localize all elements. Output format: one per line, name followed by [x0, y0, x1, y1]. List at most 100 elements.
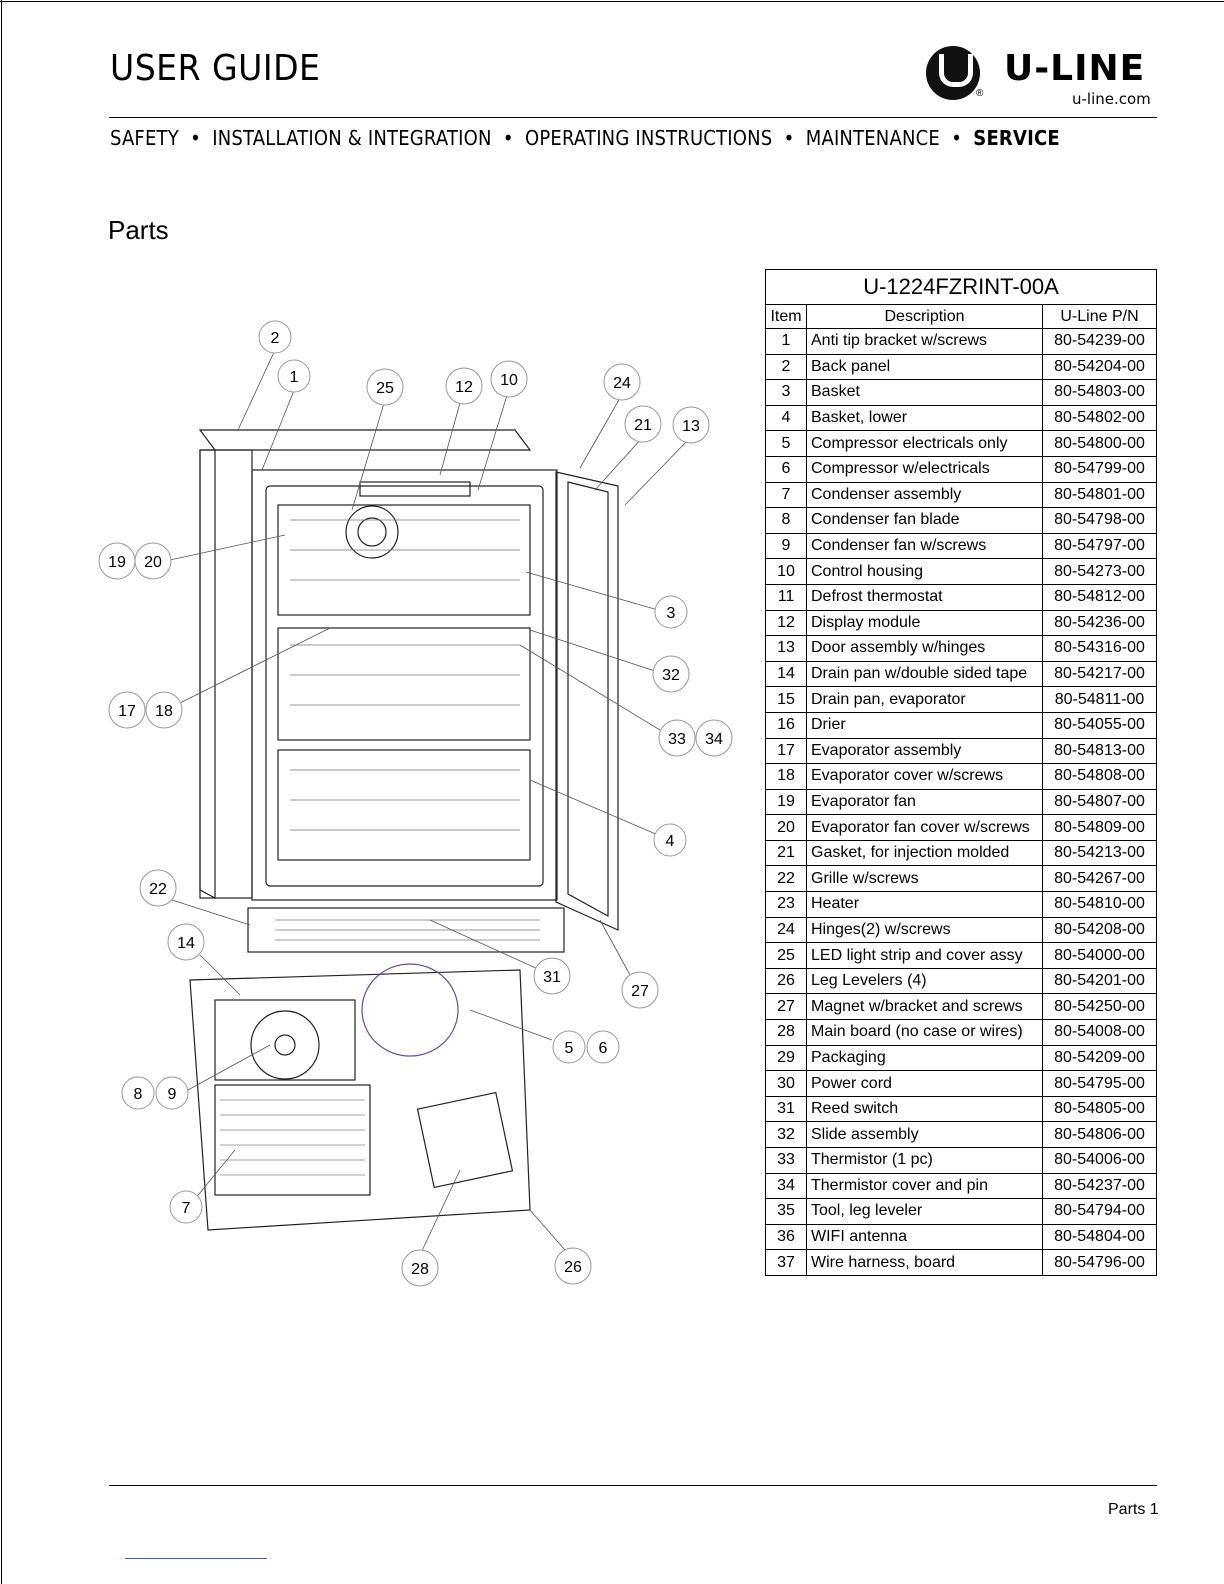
callout-7: 7 — [169, 1190, 203, 1224]
part-description: Leg Levelers (4) — [806, 967, 1043, 995]
column-header-part-number: U-Line P/N — [1041, 304, 1158, 329]
brand-name: U-LINE — [1004, 48, 1146, 89]
svg-text:7: 7 — [182, 1200, 191, 1217]
svg-text:9: 9 — [168, 1086, 177, 1103]
callout-27: 27 — [621, 971, 659, 1009]
svg-text:6: 6 — [599, 1040, 608, 1057]
part-description: Heater — [806, 891, 1043, 918]
part-number: 80-54805-00 — [1041, 1095, 1158, 1123]
part-description: Basket — [806, 379, 1043, 406]
callout-18: 18 — [145, 691, 183, 729]
item-number: 22 — [765, 865, 807, 893]
svg-text:24: 24 — [613, 375, 631, 392]
callout-4: 4 — [653, 823, 687, 857]
nav-service: SERVICE — [973, 126, 1060, 150]
item-number: 35 — [765, 1198, 807, 1225]
part-number: 80-54804-00 — [1041, 1223, 1158, 1251]
callout-8: 8 — [121, 1076, 155, 1110]
bottom-link-underline — [125, 1558, 267, 1559]
callout-3: 3 — [654, 595, 688, 629]
part-description: Control housing — [806, 558, 1043, 585]
part-description: Reed switch — [806, 1095, 1043, 1123]
part-description: Evaporator assembly — [806, 737, 1043, 765]
callout-12: 12 — [445, 367, 483, 405]
part-number: 80-54808-00 — [1041, 763, 1158, 790]
part-number: 80-54806-00 — [1041, 1121, 1158, 1148]
svg-text:5: 5 — [565, 1040, 574, 1057]
part-description: Basket, lower — [806, 404, 1043, 432]
item-number: 29 — [765, 1044, 807, 1072]
item-number: 21 — [765, 839, 807, 867]
item-number: 15 — [765, 686, 807, 713]
item-number: 16 — [765, 711, 807, 739]
part-number: 80-54803-00 — [1041, 379, 1158, 406]
callout-19: 19 — [98, 542, 136, 580]
nav-installation: INSTALLATION & INTEGRATION — [212, 126, 492, 150]
svg-text:20: 20 — [144, 554, 162, 571]
part-number: 80-54794-00 — [1041, 1198, 1158, 1225]
part-description: Defrost thermostat — [806, 583, 1043, 611]
part-description: LED light strip and cover assy — [806, 942, 1043, 969]
svg-text:4: 4 — [666, 833, 675, 850]
part-description: Slide assembly — [806, 1121, 1043, 1148]
callout-17: 17 — [108, 691, 146, 729]
callout-25: 25 — [366, 368, 404, 406]
svg-text:27: 27 — [631, 983, 649, 1000]
part-number: 80-54801-00 — [1041, 481, 1158, 509]
part-number: 80-54811-00 — [1041, 686, 1158, 713]
page-border-left — [1, 0, 2, 1584]
item-number: 19 — [765, 788, 807, 816]
exploded-parts-diagram: 2 1 25 12 10 24 21 13 19 20 3 32 17 18 3… — [98, 320, 733, 1287]
part-description: Door assembly w/hinges — [806, 635, 1043, 662]
part-description: Drain pan, evaporator — [806, 686, 1043, 713]
item-number: 11 — [765, 583, 807, 611]
column-header-item: Item — [765, 304, 807, 329]
part-description: Wire harness, board — [806, 1249, 1043, 1276]
parts-table: U-1224FZRINT-00A Item Description U-Line… — [764, 269, 1158, 1276]
item-number: 8 — [765, 507, 807, 534]
part-description: Condenser fan w/screws — [806, 532, 1043, 560]
part-description: Packaging — [806, 1044, 1043, 1072]
part-description: Main board (no case or wires) — [806, 1019, 1043, 1046]
part-number: 80-54809-00 — [1041, 814, 1158, 841]
part-description: Compressor w/electricals — [806, 455, 1043, 483]
section-nav: SAFETY • INSTALLATION & INTEGRATION • OP… — [110, 126, 1060, 150]
item-number: 28 — [765, 1019, 807, 1046]
svg-text:14: 14 — [177, 935, 195, 952]
part-description: Evaporator fan cover w/screws — [806, 814, 1043, 841]
nav-separator: • — [783, 126, 795, 150]
part-number: 80-54316-00 — [1041, 635, 1158, 662]
svg-text:8: 8 — [134, 1086, 143, 1103]
part-number: 80-54213-00 — [1041, 839, 1158, 867]
part-description: Drain pan w/double sided tape — [806, 660, 1043, 688]
part-number: 80-54810-00 — [1041, 891, 1158, 918]
item-number: 20 — [765, 814, 807, 841]
part-number: 80-54055-00 — [1041, 711, 1158, 739]
callout-26: 26 — [554, 1247, 592, 1285]
part-number: 80-54008-00 — [1041, 1019, 1158, 1046]
item-number: 3 — [765, 379, 807, 406]
nav-safety: SAFETY — [110, 126, 179, 150]
svg-text:1: 1 — [290, 369, 299, 386]
svg-text:22: 22 — [149, 881, 167, 898]
svg-text:25: 25 — [376, 380, 394, 397]
callout-31: 31 — [533, 957, 571, 995]
callout-21: 21 — [624, 405, 662, 443]
callout-1: 1 — [277, 359, 311, 393]
svg-text:26: 26 — [564, 1259, 582, 1276]
registered-mark: ® — [976, 88, 984, 99]
